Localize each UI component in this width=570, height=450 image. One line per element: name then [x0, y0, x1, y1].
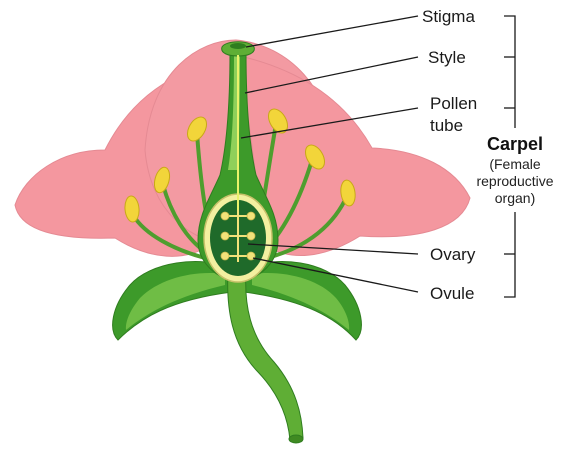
ovule-2b — [247, 232, 255, 240]
bracket-upper — [504, 16, 515, 128]
ovule-2a — [221, 232, 229, 240]
ovule-1b — [247, 212, 255, 220]
stigma-top — [230, 43, 246, 49]
label-stigma: Stigma — [422, 7, 475, 26]
label-ovary: Ovary — [430, 245, 476, 264]
leader-stigma — [246, 16, 418, 47]
carpel-title: Carpel — [487, 134, 543, 154]
ovule-1a — [221, 212, 229, 220]
carpel-desc-line3: organ) — [495, 190, 535, 206]
label-pollen-line1: Pollen — [430, 94, 477, 113]
ovules — [221, 210, 255, 262]
label-ovule: Ovule — [430, 284, 474, 303]
ovule-3a — [221, 252, 229, 260]
carpel-desc-line1: (Female — [489, 156, 541, 172]
carpel-desc-line2: reproductive — [476, 173, 553, 189]
label-pollen-line2: tube — [430, 116, 463, 135]
stem-cut-end — [289, 435, 303, 443]
label-style: Style — [428, 48, 466, 67]
